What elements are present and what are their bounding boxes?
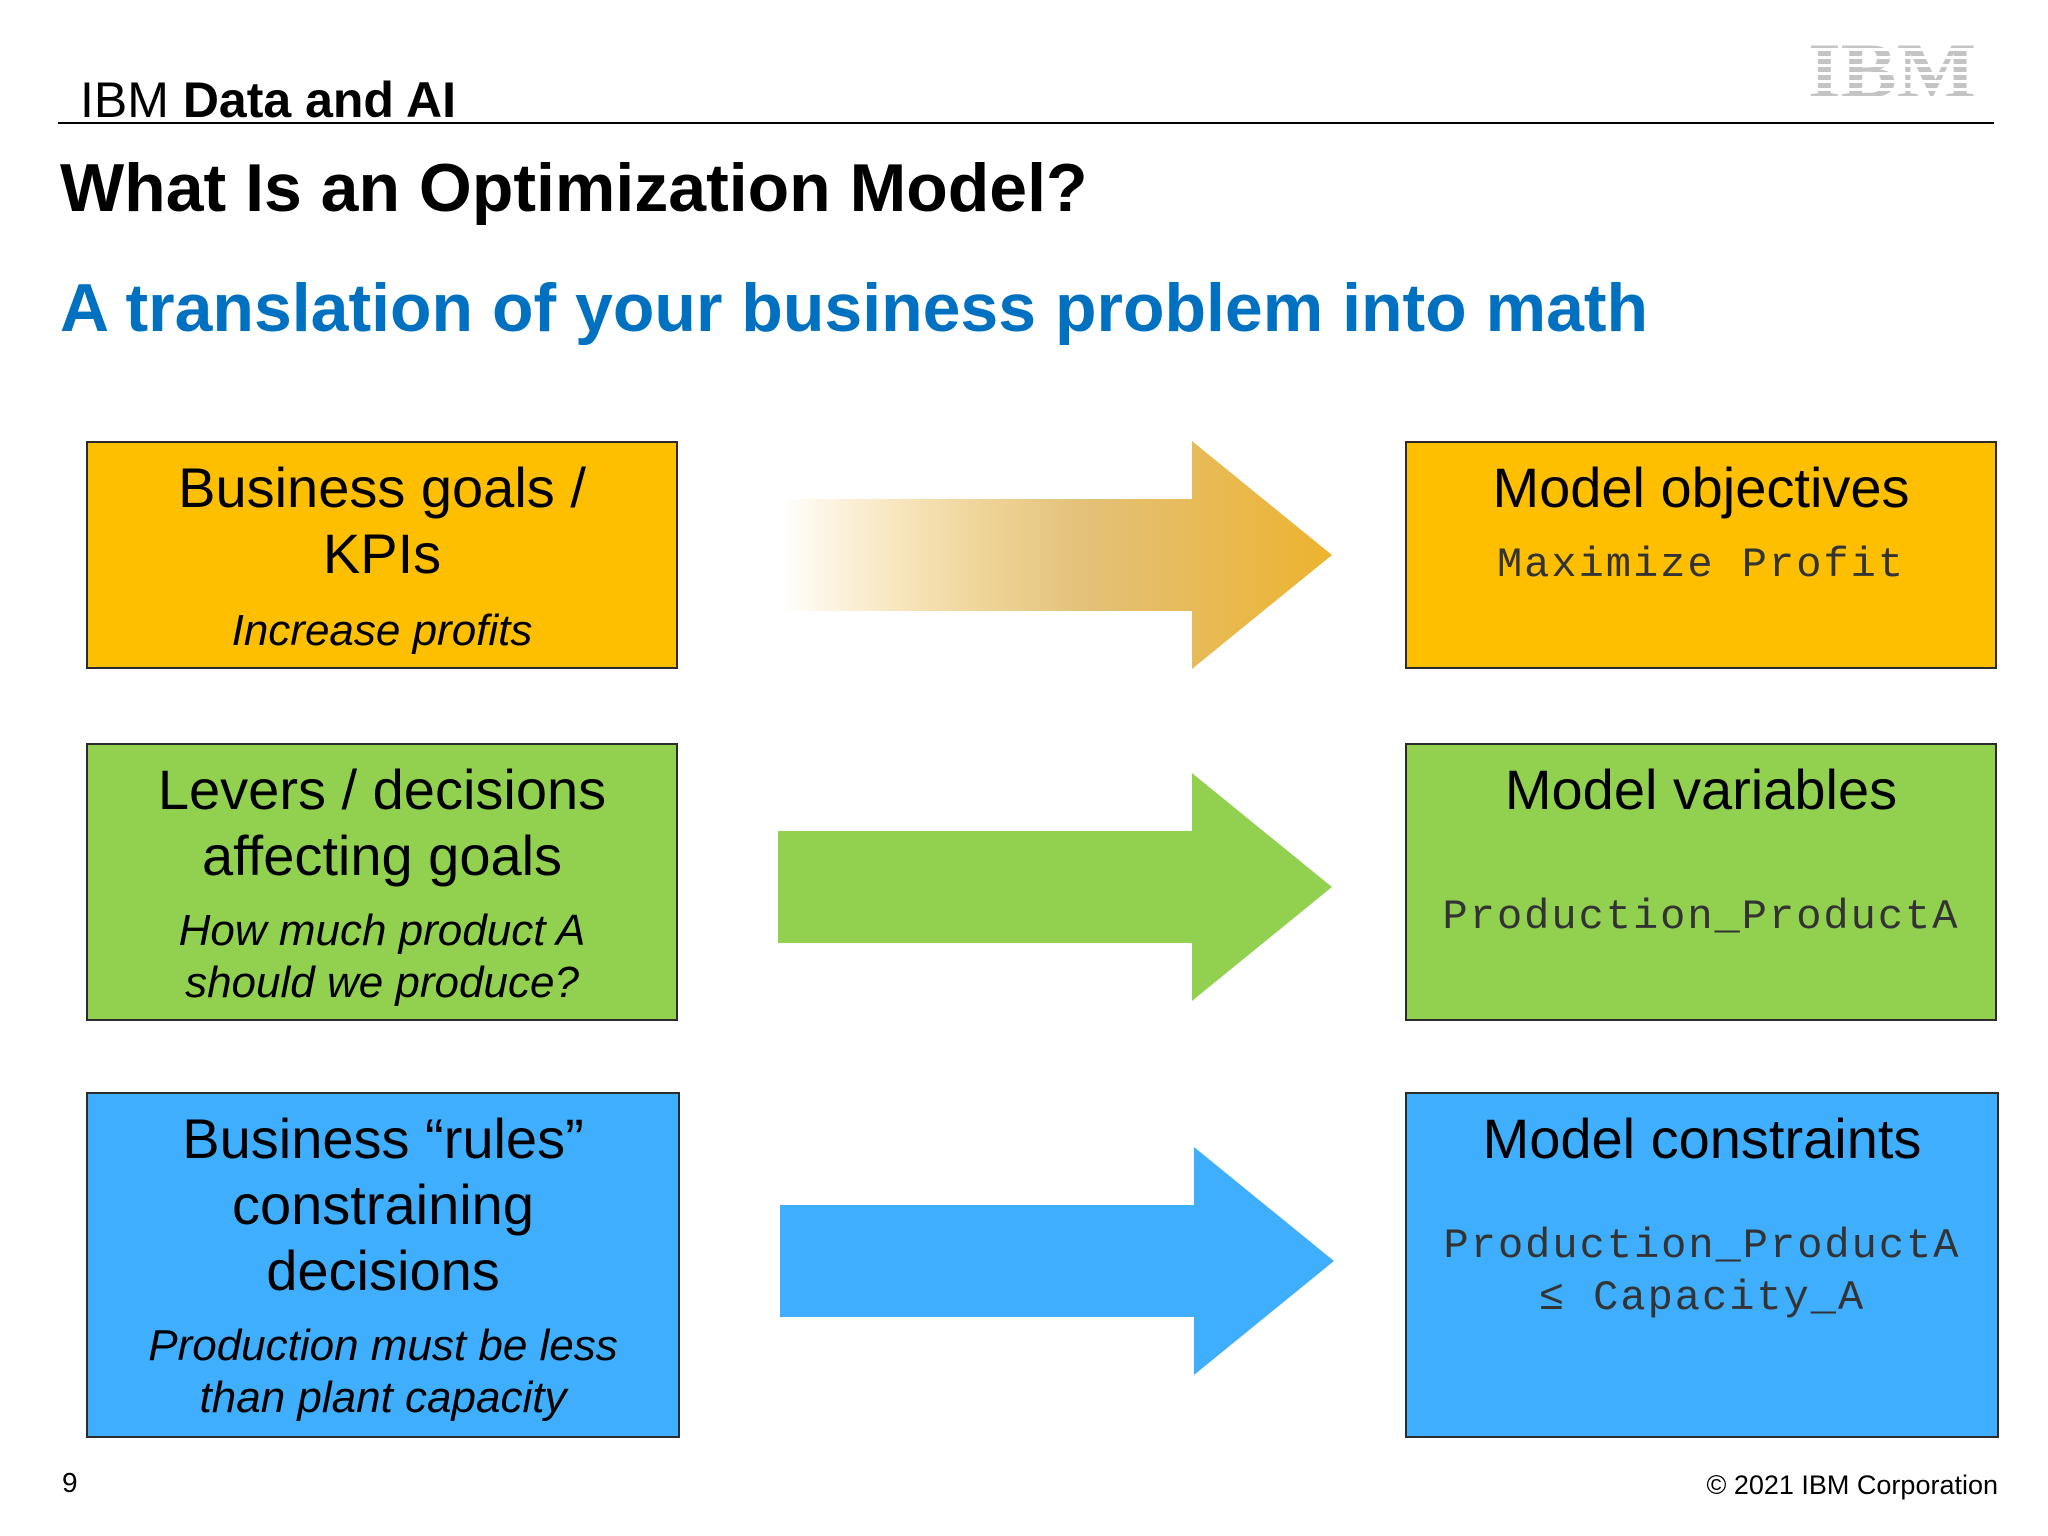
business-rules-example: Production must be less than plant capac… xyxy=(148,1321,618,1422)
model-constraints-heading: Model constraints xyxy=(1482,1107,1922,1170)
copyright: © 2021 IBM Corporation xyxy=(1706,1470,1998,1500)
ibm-logo-text: IBM xyxy=(1808,35,1976,105)
page-title: What Is an Optimization Model? xyxy=(60,150,1088,226)
model-objectives-heading: Model objectives xyxy=(1492,456,1910,519)
model-variables-box: Model variables Production_ProductA xyxy=(1405,743,1997,1021)
business-goals-box: Business goals / KPIs Increase profits xyxy=(86,441,678,669)
business-goals-heading: Business goals / KPIs xyxy=(178,456,586,585)
page-subtitle: A translation of your business problem i… xyxy=(60,270,1649,346)
levers-decisions-box: Levers / decisions affecting goals How m… xyxy=(86,743,678,1021)
ibm-logo: IBM xyxy=(1808,35,1976,105)
model-variables-code: Production_ProductA xyxy=(1442,893,1960,941)
page-number: 9 xyxy=(62,1467,78,1498)
business-rules-box: Business “rules” constraining decisions … xyxy=(86,1092,680,1438)
translation-arrow-variables xyxy=(778,773,1332,1001)
model-constraints-box: Model constraints Production_ProductA ≤ … xyxy=(1405,1092,1999,1438)
model-objectives-code: Maximize Profit xyxy=(1496,541,1906,589)
brand-ibm: IBM xyxy=(80,72,169,128)
model-objectives-box: Model objectives Maximize Profit xyxy=(1405,441,1997,669)
levers-decisions-example: How much product A should we produce? xyxy=(178,906,586,1007)
levers-decisions-heading: Levers / decisions affecting goals xyxy=(157,758,607,887)
model-variables-heading: Model variables xyxy=(1504,758,1898,821)
header-brand: IBM Data and AI xyxy=(80,70,456,130)
brand-data-and-ai: Data and AI xyxy=(182,72,457,128)
business-rules-heading: Business “rules” constraining decisions xyxy=(182,1107,584,1302)
model-constraints-code: Production_ProductA ≤ Capacity_A xyxy=(1443,1222,1961,1322)
translation-arrow-constraints xyxy=(780,1147,1334,1375)
translation-arrow-objectives xyxy=(780,441,1332,669)
header-rule xyxy=(58,122,1994,124)
business-goals-example: Increase profits xyxy=(231,606,533,655)
